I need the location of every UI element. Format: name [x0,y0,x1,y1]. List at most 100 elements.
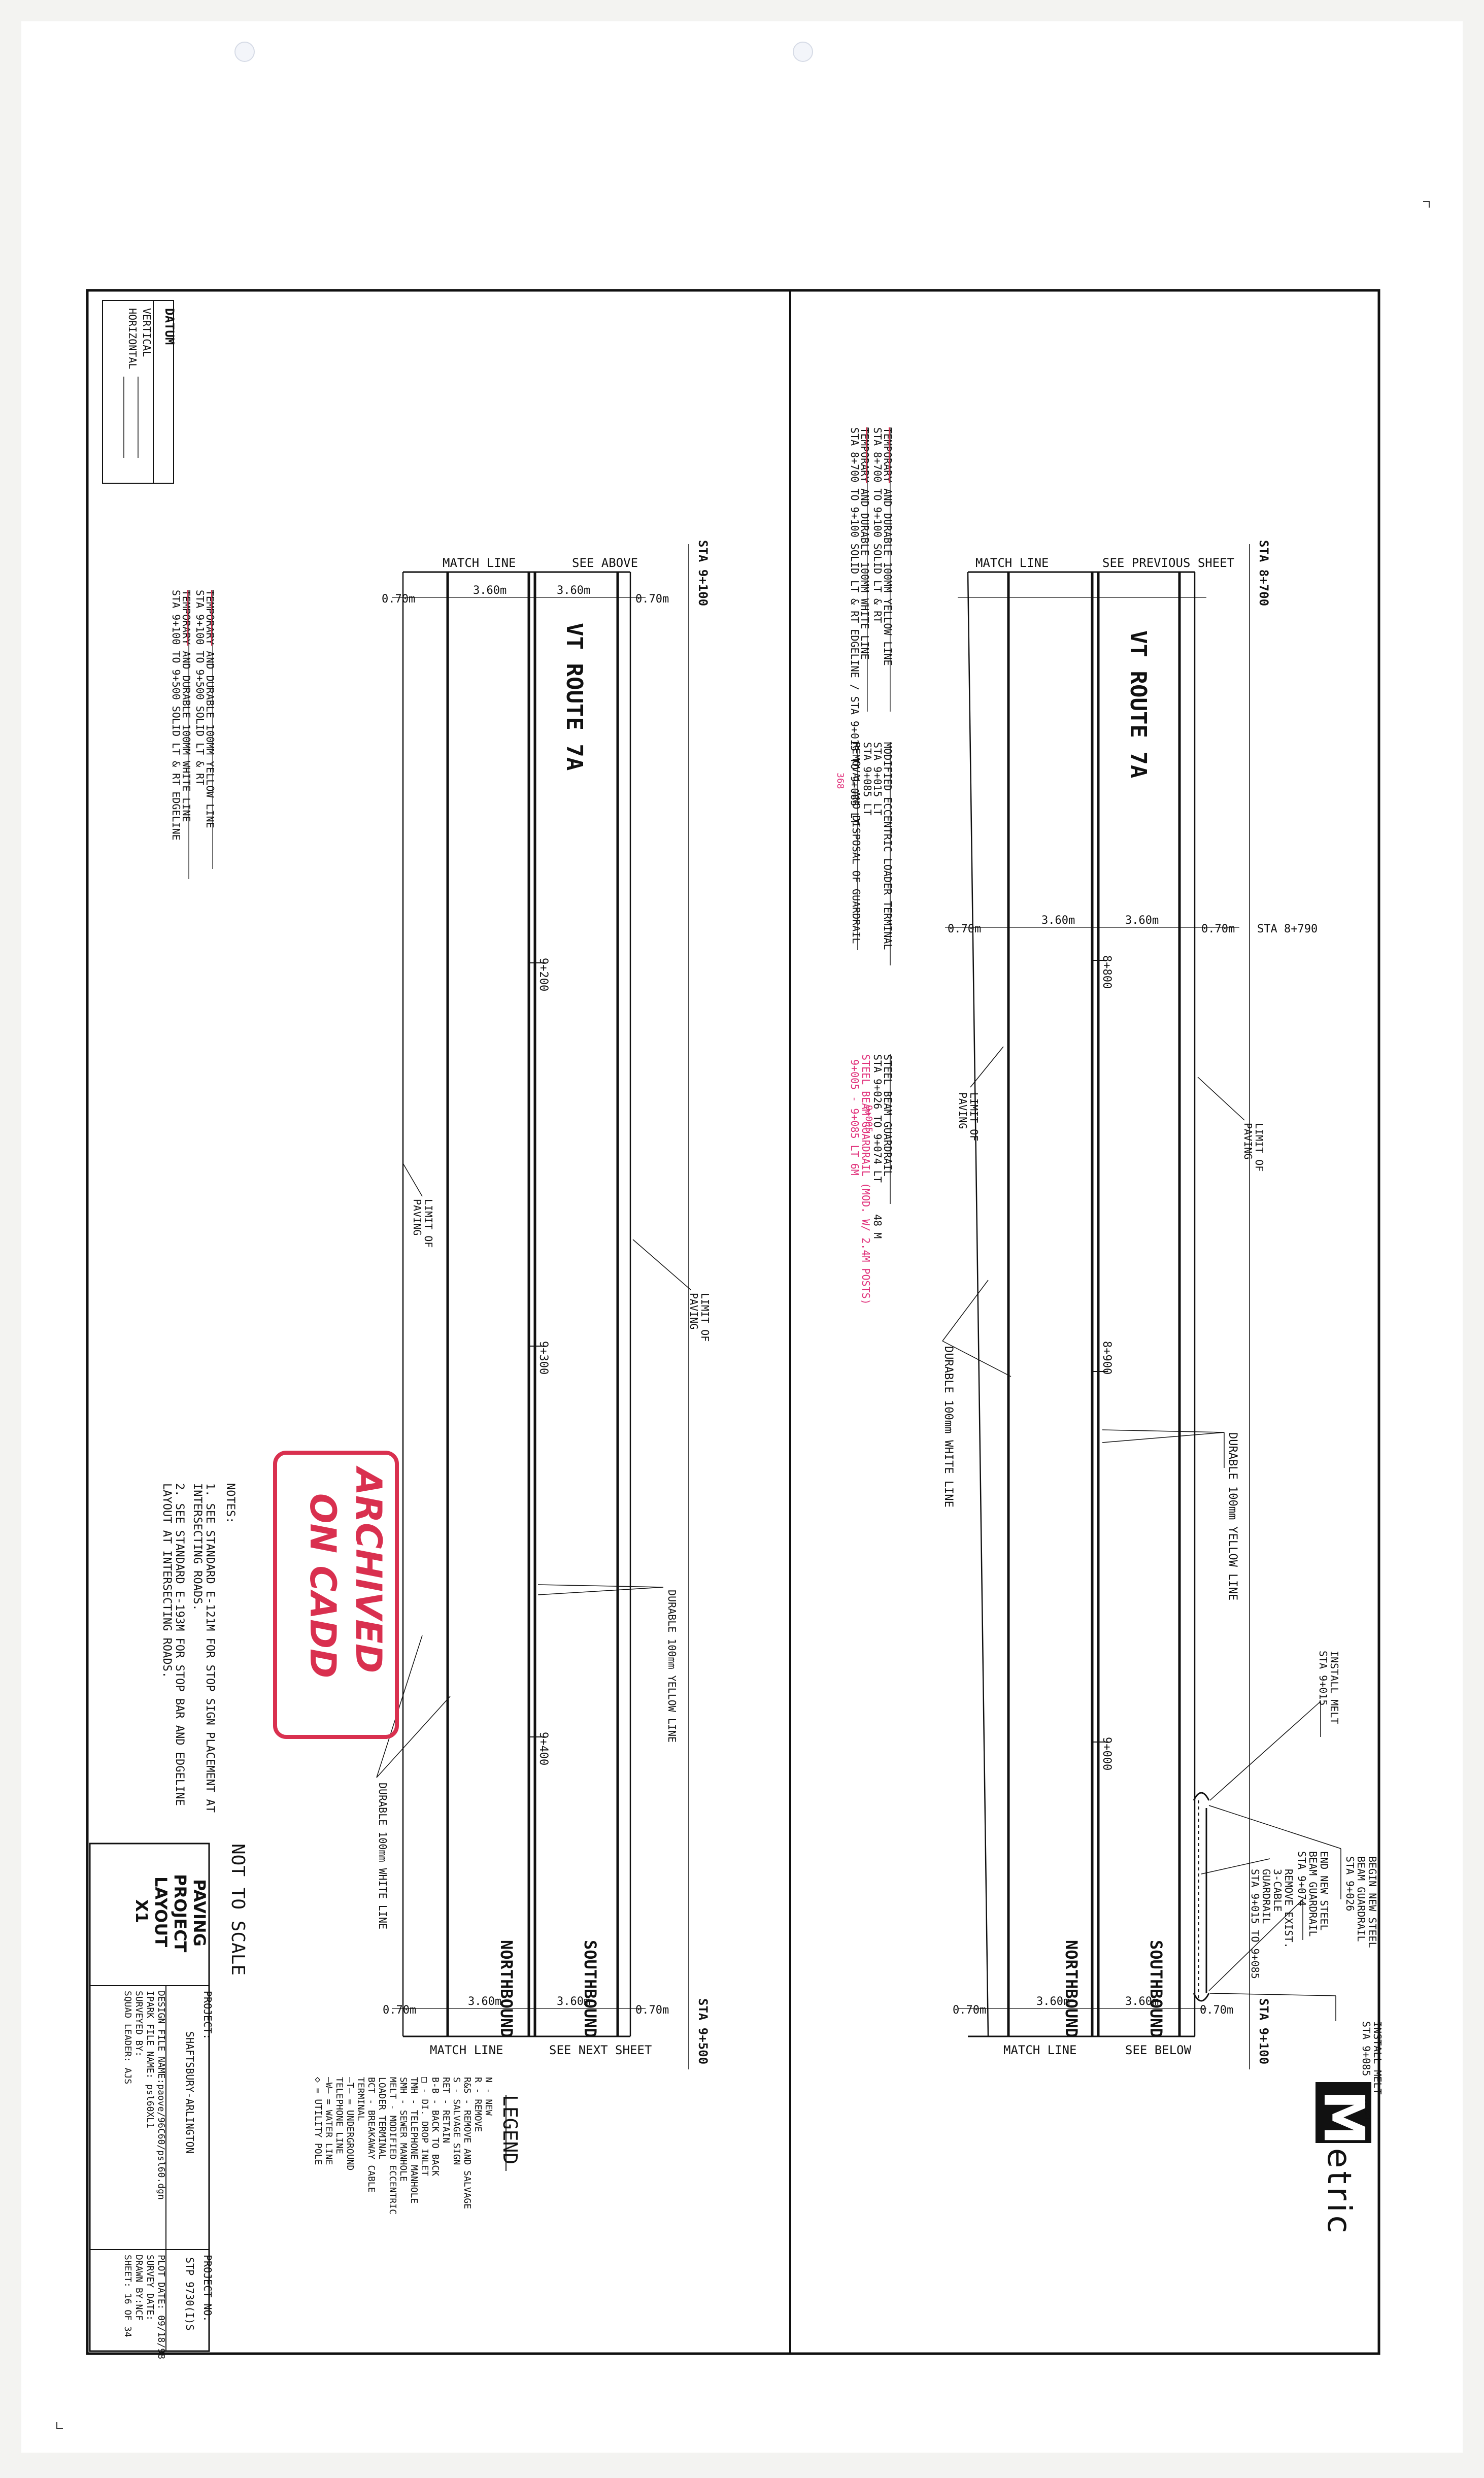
ipark-file: IPARK FILE NAME: psl60XL1 [145,1991,155,2128]
project-name: SHAFTSBURY-ARLINGTON [184,2031,196,2154]
datum-horizontal: HORIZONTAL [126,308,139,369]
durable-yellow-upper: DURABLE 100mm YELLOW LINE [1226,1432,1239,1600]
sta-start-lower: STA 9+100 [696,540,710,606]
station-9000: 9+000 [1100,1737,1113,1770]
gr-note-11: STA 9+015 TO 9+085 [1249,1869,1261,1979]
upper-note-7: REMOVAL AND DISPOSAL OF GUARDRAIL [850,742,862,944]
legend-item: N - NEW [483,2077,494,2116]
legend-item: R&S - REMOVE AND SALVAGE [462,2077,473,2209]
southbound-label-lower: SOUTHBOUND [581,1940,600,2038]
legend-item: —T— = UNDERGROUND [345,2077,355,2170]
sta-8790-label: STA 8+790 [1257,923,1318,935]
sta-end-label: STA 9+100 [1257,1998,1271,2064]
sheet-border [86,289,1380,2355]
width-360-bottom-left-lower: 3.60m [468,1995,501,2008]
legend-item: SMH - SEWER MANHOLE [398,2077,409,2182]
northbound-label-lower: NORTHBOUND [497,1940,516,2038]
match-line-bottom-label: MATCH LINE [1003,2043,1077,2057]
note-line-1: INTERSECTING ROADS. [191,1483,204,1611]
width-360-top-right-lower: 3.60m [557,584,590,597]
route-label-lower: VT ROUTE 7A [561,623,587,771]
gr-note-4: STA 9+026 [1344,1856,1356,1911]
see-above-label: SEE ABOVE [572,556,638,570]
legend-item: TMH - TELEPHONE MANHOLE [409,2077,419,2203]
width-070-bottom-left: 0.70m [953,2004,986,2017]
punch-hole [234,42,255,62]
durable-white-lower: DURABLE 100mm WHITE LINE [377,1783,389,1929]
upper-note-4: MODIFIED ECCENTRIC LOADER TERMINAL [882,742,894,950]
limit-of-paving-left [967,572,989,2037]
upper-note-8: STEEL BEAM GUARDRAIL [882,1054,894,1177]
general-notes: NOTES: 1. SEE STANDARD E-121M FOR STOP S… [160,1483,237,1813]
see-next-sheet-label: SEE NEXT SHEET [549,2043,652,2057]
notes-title: NOTES: [224,1483,237,1523]
title-line-1: PROJECT [171,1874,190,1953]
match-line-top-label: MATCH LINE [975,556,1049,570]
magenta-note-3: 368 [835,773,846,789]
durable-white-upper: DURABLE 100mm WHITE LINE [942,1346,955,1508]
upper-note-3: STA 8+700 TO 9+100 SOLID LT & RT EDGELIN… [849,427,861,825]
gr-note-0: INSTALL MELT [1328,1651,1340,1724]
legend-item: □ - DI. DROP INLET [419,2077,430,2176]
sheet-number: SHEET: 16 OF 34 [122,2255,133,2337]
punch-hole [793,42,813,62]
gr-note-12: INSTALL MELT [1371,2021,1384,2095]
magenta-note-1: 9+005 - 9+085 LT 6M [849,1059,861,1176]
archived-stamp: ARCHIVED ON CADD [273,1451,399,1739]
lower-limit-c: LIMIT OF [699,1293,711,1342]
gr-note-5: END NEW STEEL [1318,1851,1330,1931]
legend-item: LOADER TERMINAL [377,2077,387,2160]
legend-item: TELEPHONE LINE [334,2077,345,2154]
lower-limit-d: PAVING [688,1293,700,1329]
match-line-top-lower-label: MATCH LINE [443,556,516,570]
legend-item: MELT - MODIFIED ECCENTRIC [387,2077,398,2215]
gr-note-2: BEGIN NEW STEEL [1366,1856,1378,1948]
logo-badge: VAOT [1363,2097,1373,2122]
width-070-bottom-right: 0.70m [1200,2004,1233,2017]
corner-mark [1423,201,1430,208]
gr-note-9: 3-CABLE [1271,1869,1284,1912]
note-line-3: LAYOUT AT INTERSECTING ROADS. [160,1483,173,1678]
lower-note-2: TEMPORARY AND DURABLE 100MM WHITE LINE [180,590,192,822]
legend-item: B-B - BACK TO BACK [430,2077,441,2176]
upper-note-1: STA 8+700 TO 9+100 SOLID LT & RT [871,427,884,623]
project-label: PROJECT: [201,1991,214,2039]
upper-note-10: 48 M [871,1214,884,1238]
sta-end-lower: STA 9+500 [696,1998,710,2064]
width-070-top-left-lower: 0.70m [382,593,415,606]
width-070-bottom-right-lower: 0.70m [635,2004,669,2017]
width-070-bottom-left-lower: 0.70m [383,2004,416,2017]
title-line-2: LAYOUT [151,1877,171,1947]
survey-date: SURVEY DATE: [145,2255,155,2321]
sta-start-label: STA 8+700 [1257,540,1271,606]
stamp-line-2: ON CADD [302,1493,344,1678]
legend-title: LEGEND [499,2095,521,2164]
stamp-line-1: ARCHIVED [348,1465,389,1673]
durable-yellow-lower: DURABLE 100mm YELLOW LINE [666,1590,678,1743]
magenta-note-0: STEEL BEAM GUARDRAIL (MOD. W/ 2.4M POSTS… [860,1054,872,1305]
station-8900: 8+900 [1100,1341,1113,1375]
width-360-right: 3.60m [1125,914,1159,927]
route-label-upper: VT ROUTE 7A [1125,630,1151,778]
upper-note-0: TEMPORARY AND DURABLE 100MM YELLOW LINE [882,427,894,666]
datum-box: DATUM VERTICAL HORIZONTAL [102,300,177,484]
legend-item: RET - RETAIN [441,2077,451,2143]
gr-note-7: STA 9+074 [1296,1851,1308,1906]
width-360-bottom-left: 3.60m [1036,1995,1070,2008]
plot-date: PLOT DATE: 09/18/98 [156,2255,166,2359]
lower-roadway: MATCH LINE SEE ABOVE STA 9+100 0.70m 3.6… [170,540,711,2069]
legend-item: BCT - BREAKAWAY CABLE [366,2077,377,2193]
design-file: DESIGN FILE NAME:paove/96C60/psl60.dgn [156,1991,166,2200]
upper-note-2: TEMPORARY AND DURABLE 100MM WHITE LINE [859,427,871,660]
upper-note-5: STA 9+015 LT [871,742,884,816]
gr-note-3: BEAM GUARDRAIL [1355,1856,1367,1942]
logo-letter: M [1311,2090,1376,2145]
limit-of-paving-1b: PAVING [957,1092,969,1129]
match-line-bottom-lower-label: MATCH LINE [430,2043,503,2057]
corner-mark [56,2422,63,2429]
note-line-2: 2. SEE STANDARD E-193M FOR STOP BAR AND … [173,1483,186,1806]
legend-item: —W— = WATER LINE [323,2077,334,2165]
width-360-bottom-right: 3.60m [1125,1995,1159,2008]
legend-item: TERMINAL [355,2077,366,2121]
